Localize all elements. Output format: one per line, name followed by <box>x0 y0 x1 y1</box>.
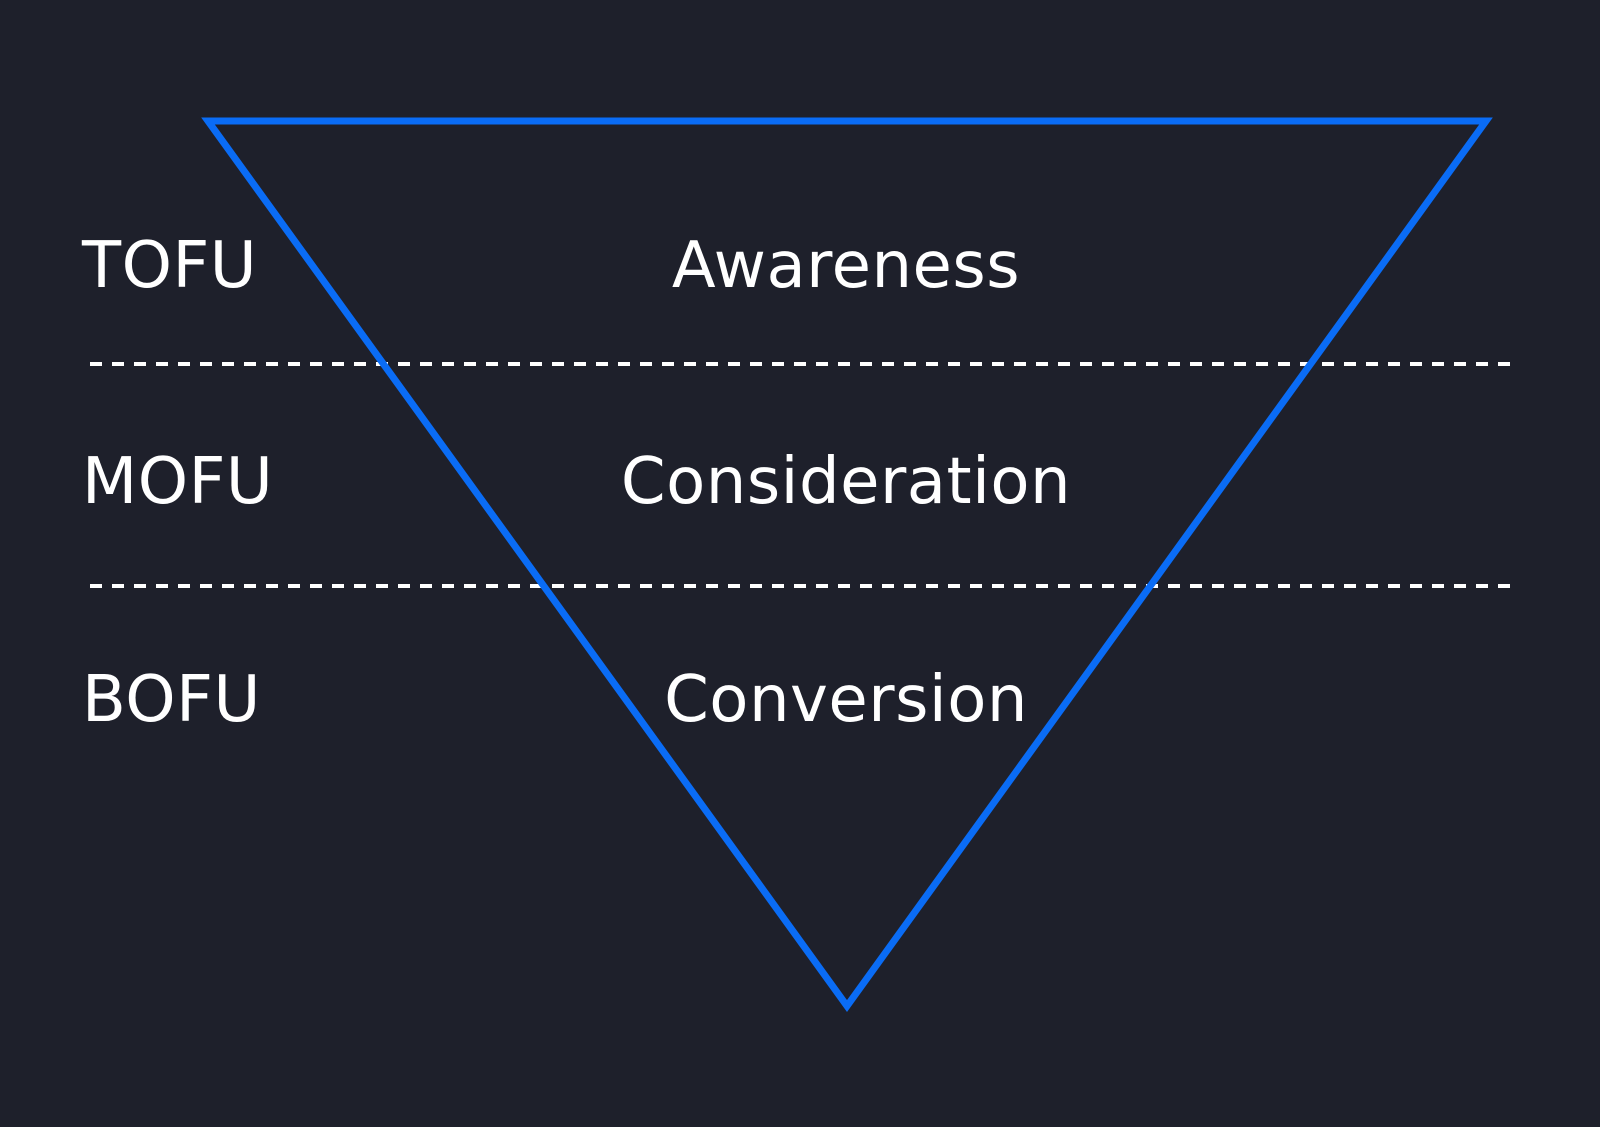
stage-abbr-bofu: BOFU <box>82 663 261 737</box>
stage-name-conversion: Conversion <box>664 663 1028 737</box>
stage-name-awareness: Awareness <box>671 229 1021 303</box>
stage-abbr-mofu: MOFU <box>82 445 274 519</box>
stage-name-consideration: Consideration <box>620 445 1072 519</box>
stage-abbr-tofu: TOFU <box>82 229 258 303</box>
funnel-triangle <box>201 117 1493 1012</box>
